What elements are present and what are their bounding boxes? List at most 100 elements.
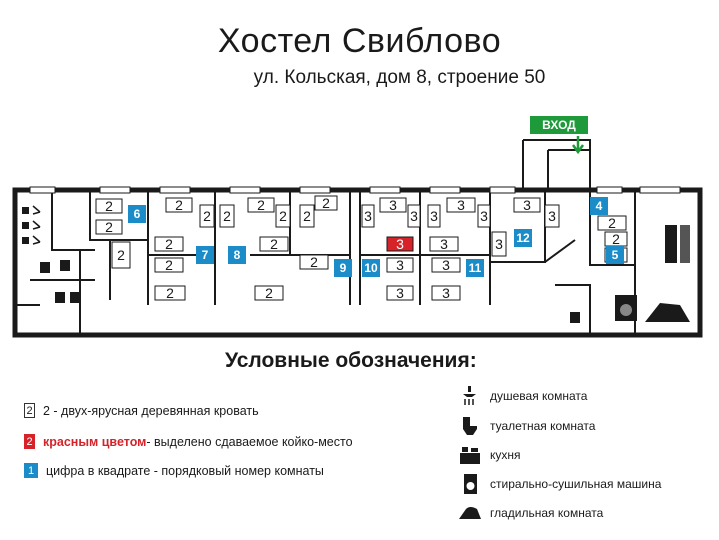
bed: 2 xyxy=(95,198,123,214)
room-number-6: 6 xyxy=(128,205,146,223)
bed: 2 xyxy=(275,204,291,228)
svg-text:2: 2 xyxy=(105,219,113,235)
bed: 3 xyxy=(431,285,461,301)
bed: 2 xyxy=(259,236,289,252)
iron-icon xyxy=(645,303,690,322)
bed: 3 xyxy=(431,257,461,273)
bed: 2 xyxy=(154,285,186,301)
address: ул. Кольская, дом 8, строение 50 xyxy=(253,67,546,88)
bed: 2 xyxy=(154,236,184,252)
legend-text-red: красным цветом xyxy=(43,434,147,449)
svg-text:3: 3 xyxy=(440,236,448,252)
svg-text:3: 3 xyxy=(364,208,372,224)
legend-text: 2 - двух-ярусная деревянная кровать xyxy=(43,403,259,418)
svg-text:3: 3 xyxy=(396,236,404,252)
room-number-10: 10 xyxy=(362,259,380,277)
iron-icon xyxy=(459,507,481,519)
bed: 3 xyxy=(491,231,507,257)
room-number-5: 5 xyxy=(606,246,624,264)
floor-plan: ВХОД 2222222222222222333333333333333222 … xyxy=(12,116,703,338)
room-number-4: 4 xyxy=(590,197,608,215)
bed: 3 xyxy=(361,204,375,228)
svg-text:3: 3 xyxy=(548,208,556,224)
legend-item-room-number: 1 цифра в квадрате - порядковый номер ко… xyxy=(24,463,324,478)
shower-icon xyxy=(22,205,41,245)
svg-text:2: 2 xyxy=(270,236,278,252)
svg-text:2: 2 xyxy=(303,208,311,224)
svg-text:2: 2 xyxy=(612,231,620,247)
page-title: Хостел Свиблово xyxy=(217,22,502,60)
kitchen-icon xyxy=(460,447,480,464)
room-number-12: 12 xyxy=(514,229,532,247)
bed: 2 xyxy=(247,197,275,213)
bed: 2 xyxy=(314,195,338,211)
svg-text:2: 2 xyxy=(322,195,330,211)
entrance-label: ВХОД xyxy=(542,118,576,132)
svg-text:2: 2 xyxy=(105,198,113,214)
svg-text:2: 2 xyxy=(175,197,183,213)
legend-text: - выделено сдаваемое койко-место xyxy=(146,434,353,449)
svg-text:2: 2 xyxy=(165,257,173,273)
bed: 3 xyxy=(427,204,441,228)
svg-text:2: 2 xyxy=(257,197,265,213)
highlight-mark: 2 xyxy=(24,434,35,449)
legend-iron: гладильная комната xyxy=(458,503,603,523)
bed: 2 xyxy=(597,215,627,231)
svg-text:10: 10 xyxy=(364,261,378,275)
washer-icon xyxy=(615,295,637,321)
shower-icon xyxy=(463,386,476,405)
svg-text:11: 11 xyxy=(469,261,482,275)
washer-icon xyxy=(464,474,477,494)
toilet-icon xyxy=(463,417,477,435)
bed: 3 xyxy=(386,285,414,301)
legend-title: Условные обозначения: xyxy=(225,349,477,372)
svg-text:6: 6 xyxy=(134,207,141,221)
bed: 2 xyxy=(219,204,235,228)
bed: 2 xyxy=(165,197,193,213)
svg-text:3: 3 xyxy=(396,257,404,273)
bed: 3 xyxy=(446,197,476,213)
svg-text:2: 2 xyxy=(608,215,616,231)
legend-washer: стирально-сушильная машина xyxy=(458,474,661,494)
bed: 2 xyxy=(95,219,123,235)
svg-text:3: 3 xyxy=(442,257,450,273)
bed: 3 xyxy=(379,197,407,213)
bed: 3 xyxy=(407,204,421,228)
bed-highlighted: 3 xyxy=(386,236,414,252)
svg-text:3: 3 xyxy=(495,236,503,252)
svg-text:2: 2 xyxy=(223,208,231,224)
bed: 3 xyxy=(386,257,414,273)
svg-text:3: 3 xyxy=(430,208,438,224)
room-number-8: 8 xyxy=(228,246,246,264)
room-number-11: 11 xyxy=(466,259,484,277)
bed: 3 xyxy=(429,236,459,252)
room-number-7: 7 xyxy=(196,246,214,264)
svg-text:7: 7 xyxy=(202,248,209,262)
bed: 3 xyxy=(477,204,491,228)
svg-text:3: 3 xyxy=(396,285,404,301)
svg-text:2: 2 xyxy=(279,208,287,224)
svg-text:2: 2 xyxy=(203,208,211,224)
legend-shower: душевая комната xyxy=(458,386,587,406)
svg-text:2: 2 xyxy=(117,247,125,263)
room-number-9: 9 xyxy=(334,259,352,277)
bed: 2 xyxy=(199,204,215,228)
svg-text:3: 3 xyxy=(442,285,450,301)
room-number-mark: 1 xyxy=(24,463,38,478)
svg-text:3: 3 xyxy=(523,197,531,213)
entrance-sign xyxy=(530,116,588,134)
bed: 3 xyxy=(544,204,560,228)
svg-text:2: 2 xyxy=(310,254,318,270)
svg-text:5: 5 xyxy=(612,248,619,262)
bed: 2 xyxy=(299,254,329,270)
svg-text:12: 12 xyxy=(516,231,530,245)
svg-text:8: 8 xyxy=(234,248,241,262)
legend-kitchen: кухня xyxy=(458,445,521,465)
svg-text:2: 2 xyxy=(265,285,273,301)
bed: 2 xyxy=(604,231,628,247)
bed: 2 xyxy=(111,241,131,269)
svg-text:4: 4 xyxy=(596,199,603,213)
bed-mark: 2 xyxy=(24,403,35,418)
bed: 2 xyxy=(154,257,184,273)
bed: 3 xyxy=(513,197,541,213)
